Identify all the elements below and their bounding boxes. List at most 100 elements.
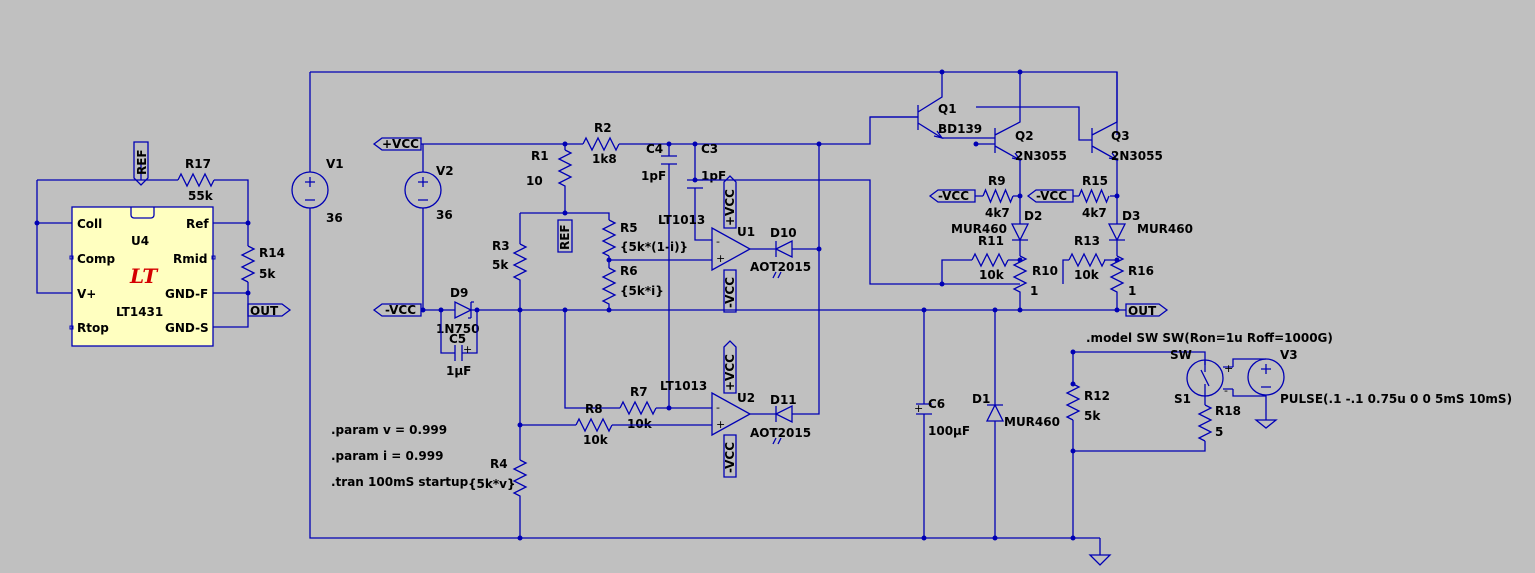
r10-resistor: [1012, 255, 1028, 310]
svg-text:100µF: 100µF: [928, 424, 970, 438]
svg-text:R4: R4: [490, 457, 508, 471]
v3-source: [1247, 358, 1285, 396]
r8-resistor: [575, 417, 613, 433]
r2-resistor: [582, 136, 620, 152]
svg-text:V+: V+: [77, 287, 96, 301]
svg-text:BD139: BD139: [938, 122, 982, 136]
svg-text:5k: 5k: [492, 258, 509, 272]
svg-text:D3: D3: [1122, 209, 1140, 223]
u2-opamp: [711, 391, 752, 437]
param-v-directive: .param v = 0.999: [331, 423, 447, 437]
svg-text:-: -: [716, 401, 720, 414]
svg-text:R17: R17: [185, 157, 211, 171]
r11-resistor: [971, 252, 1009, 268]
svg-text:36: 36: [326, 211, 343, 225]
svg-text:Q2: Q2: [1015, 129, 1034, 143]
svg-text:+: +: [914, 402, 923, 415]
svg-text:1: 1: [1030, 284, 1038, 298]
svg-text:Coll: Coll: [77, 217, 102, 231]
svg-text:-VCC: -VCC: [723, 442, 737, 473]
svg-text:OUT: OUT: [250, 304, 279, 318]
svg-text:4k7: 4k7: [1082, 206, 1107, 220]
u4-part: LT1431: [116, 305, 163, 319]
svg-text:Rmid: Rmid: [173, 252, 207, 266]
svg-text:{5k*i}: {5k*i}: [620, 284, 664, 298]
svg-text:GND-S: GND-S: [165, 321, 209, 335]
v2-source: [404, 171, 442, 209]
r5-resistor: [601, 219, 617, 257]
svg-text:LT1013: LT1013: [658, 213, 705, 227]
r16-resistor: [1109, 255, 1125, 310]
svg-text:MUR460: MUR460: [1137, 222, 1193, 236]
svg-text:5k: 5k: [259, 267, 276, 281]
r1-resistor: [557, 149, 573, 213]
svg-text:36: 36: [436, 208, 453, 222]
svg-text:Ref: Ref: [186, 217, 209, 231]
svg-text:Q3: Q3: [1111, 129, 1130, 143]
svg-text:2N3055: 2N3055: [1111, 149, 1163, 163]
svg-text:Q1: Q1: [938, 102, 957, 116]
svg-text:AOT2015: AOT2015: [750, 426, 811, 440]
ground-v3: [1254, 419, 1278, 429]
svg-text:V1: V1: [326, 157, 344, 171]
svg-text:R14: R14: [259, 246, 285, 260]
d2-diode: [1010, 223, 1030, 242]
out-flag-right: [1125, 303, 1169, 317]
svg-text:5: 5: [1215, 425, 1223, 439]
svg-text:R7: R7: [630, 385, 648, 399]
svg-text:{5k*(1-i)}: {5k*(1-i)}: [620, 240, 688, 254]
svg-text:{5k*v}: {5k*v}: [468, 477, 516, 491]
c4-capacitor: [661, 155, 677, 165]
r3-resistor: [512, 243, 528, 310]
r15-resistor: [1078, 188, 1110, 204]
svg-text:D9: D9: [450, 286, 468, 300]
svg-text:10k: 10k: [1074, 268, 1100, 282]
r6-resistor: [601, 267, 617, 310]
d11-diode: [774, 404, 793, 424]
c6-capacitor: [916, 403, 932, 415]
r14-resistor: [240, 245, 256, 283]
svg-text:R18: R18: [1215, 404, 1241, 418]
u1-vcc-neg: [723, 269, 737, 313]
svg-text:5k: 5k: [1084, 409, 1101, 423]
svg-text:R8: R8: [585, 402, 603, 416]
u4-block[interactable]: U4 LT LT1431 Coll Ref Comp Rmid V+ GND-F…: [69, 206, 216, 347]
svg-text:C4: C4: [646, 142, 663, 156]
out-flag-left: [247, 303, 292, 317]
svg-text:+: +: [716, 252, 725, 265]
svg-text:10: 10: [526, 174, 543, 188]
svg-text:-: -: [1224, 384, 1228, 397]
u1-opamp: [711, 226, 752, 272]
svg-text:Comp: Comp: [77, 252, 116, 266]
svg-text:1pF: 1pF: [641, 169, 666, 183]
svg-text:AOT2015: AOT2015: [750, 260, 811, 274]
svg-text:D10: D10: [770, 226, 797, 240]
u2-vcc-pos: [723, 340, 737, 394]
svg-text:D1: D1: [972, 392, 990, 406]
svg-text:MUR460: MUR460: [1004, 415, 1060, 429]
svg-text:V2: V2: [436, 164, 454, 178]
lt-logo: LT: [129, 264, 159, 288]
svg-text:R2: R2: [594, 121, 612, 135]
svg-text:SW: SW: [1170, 348, 1192, 362]
svg-text:V3: V3: [1280, 348, 1298, 362]
tran-directive: .tran 100mS startup: [331, 475, 469, 489]
svg-text:REF: REF: [558, 224, 572, 250]
u4-name: U4: [131, 234, 149, 248]
svg-text:R13: R13: [1074, 234, 1100, 248]
svg-text:LT1013: LT1013: [660, 379, 707, 393]
svg-text:-VCC: -VCC: [385, 303, 416, 317]
ground-main: [1088, 554, 1112, 566]
model-directive: .model SW SW(Ron=1u Roff=1000G): [1086, 331, 1333, 345]
svg-text:1k8: 1k8: [592, 152, 617, 166]
svg-text:10k: 10k: [979, 268, 1005, 282]
svg-text:4k7: 4k7: [985, 206, 1010, 220]
svg-text:1µF: 1µF: [446, 364, 471, 378]
svg-text:+VCC: +VCC: [723, 354, 737, 391]
r7-resistor: [619, 400, 657, 416]
svg-text:+VCC: +VCC: [382, 137, 419, 151]
d3-diode: [1107, 223, 1127, 242]
svg-text:D11: D11: [770, 393, 797, 407]
svg-text:55k: 55k: [188, 189, 214, 203]
param-i-directive: .param i = 0.999: [331, 449, 443, 463]
